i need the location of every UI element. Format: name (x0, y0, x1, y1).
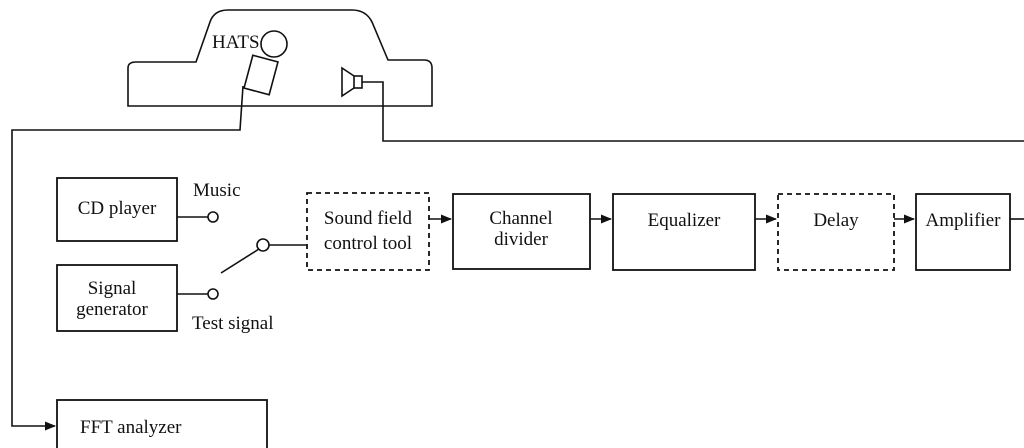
equalizer-label: Equalizer (648, 210, 721, 231)
hats-label: HATS (212, 32, 260, 53)
delay-box (777, 193, 895, 271)
channel-divider-label-line2: divider (494, 229, 548, 250)
signal-generator-box (56, 264, 178, 332)
sound-field-control-tool-box (306, 192, 430, 271)
amplifier-box (915, 193, 1011, 271)
test-signal-label: Test signal (192, 313, 274, 334)
test-signal-terminal-icon (207, 288, 219, 300)
cd-player-label: CD player (78, 198, 157, 219)
music-terminal-icon (207, 211, 219, 223)
sound-field-label-line2: control tool (324, 233, 412, 254)
signal-generator-label-line2: generator (76, 299, 148, 320)
music-label: Music (193, 180, 241, 201)
hats-microphone-icon (243, 54, 279, 96)
speaker-icon (341, 66, 363, 98)
mic-to-analyzer-wire (11, 85, 244, 431)
fft-analyzer-label: FFT analyzer (80, 417, 182, 438)
channel-divider-box (452, 193, 591, 270)
car-body-outline (127, 9, 433, 107)
equalizer-box (612, 193, 756, 271)
delay-label: Delay (813, 210, 859, 231)
selector-switch-pivot-icon (256, 238, 270, 252)
hats-head-icon (260, 30, 288, 58)
cd-player-box (56, 177, 178, 242)
channel-divider-label-line1: Channel (489, 208, 552, 229)
signal-generator-label-line1: Signal (88, 278, 137, 299)
selector-switch-arm (220, 248, 260, 274)
amplifier-label: Amplifier (926, 210, 1002, 231)
sound-field-label-line1: Sound field (324, 208, 413, 229)
amplifier-to-speaker-wire (362, 81, 1024, 142)
fft-analyzer-box (56, 399, 268, 448)
